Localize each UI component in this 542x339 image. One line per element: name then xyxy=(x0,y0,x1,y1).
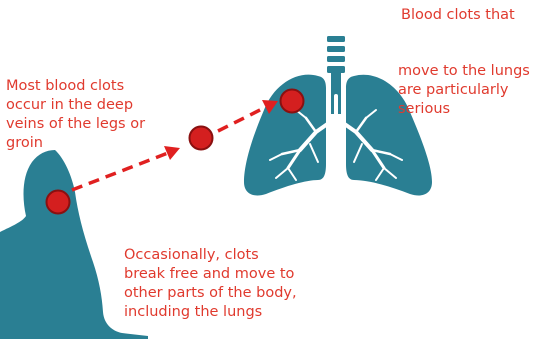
clot-lung-dot xyxy=(281,90,304,113)
clot-travelling-dot xyxy=(190,127,213,150)
clot-leg-dot xyxy=(47,191,70,214)
label-break-free: Occasionally, clots break free and move … xyxy=(124,246,297,322)
label-legs-origin: Most blood clots occur in the deep veins… xyxy=(6,77,145,153)
label-lungs-serious: move to the lungs are particularly serio… xyxy=(398,62,530,119)
label-blood-clots-that: Blood clots that xyxy=(401,6,515,25)
